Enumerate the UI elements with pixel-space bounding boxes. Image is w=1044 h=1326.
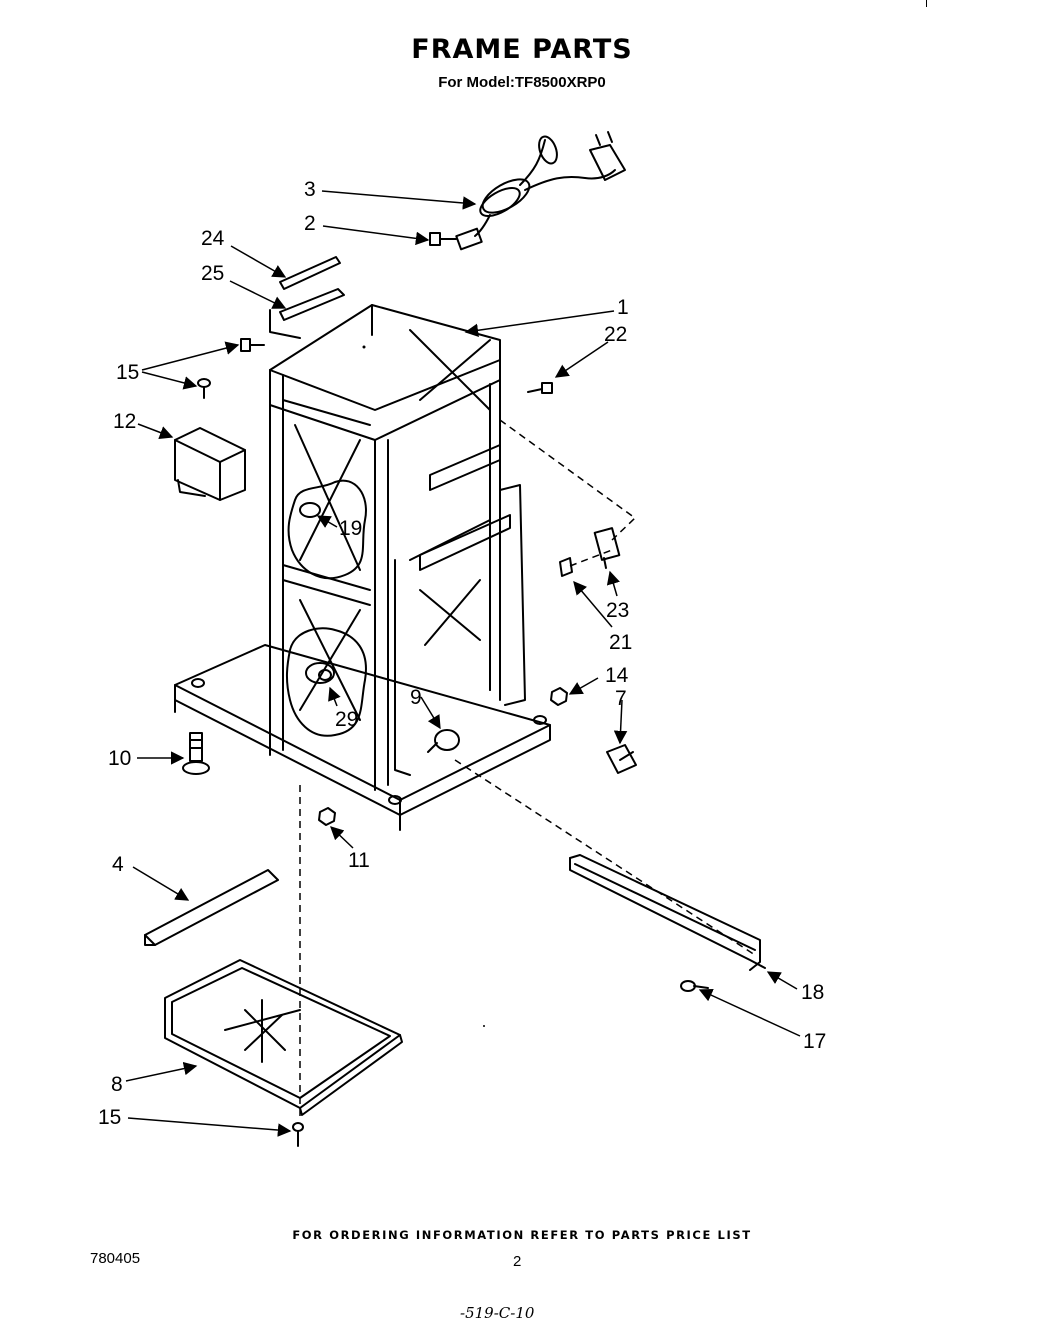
strip-part-24 xyxy=(279,256,341,290)
ordering-info-note: FOR ORDERING INFORMATION REFER TO PARTS … xyxy=(292,1228,752,1242)
callout-labels: 3 2 24 25 1 22 15 12 19 23 21 14 7 9 29 … xyxy=(98,178,826,1129)
screw-part-17 xyxy=(680,980,709,992)
callout-18: 18 xyxy=(801,981,824,1004)
main-frame-part-1 xyxy=(269,304,526,791)
callout-10: 10 xyxy=(108,747,131,770)
page-title: FRAME PARTS xyxy=(411,34,633,65)
handwritten-note: -519-C-10 xyxy=(460,1304,535,1322)
screw-part-22 xyxy=(527,382,553,394)
nut-part-11 xyxy=(318,807,336,826)
filter-strip-part-4 xyxy=(144,869,279,946)
bracket-part-25 xyxy=(269,288,345,339)
power-cord-part xyxy=(455,131,626,251)
callout-14: 14 xyxy=(605,664,629,687)
callout-11: 11 xyxy=(348,849,370,872)
leveling-foot-part-10 xyxy=(182,732,210,775)
callout-1: 1 xyxy=(617,296,629,319)
bracket-part-21 xyxy=(559,557,573,577)
callout-22: 22 xyxy=(604,323,627,346)
callout-7: 7 xyxy=(615,687,627,710)
scan-dot xyxy=(362,345,366,349)
callout-4: 4 xyxy=(112,853,124,876)
scan-dot xyxy=(483,1025,485,1027)
screw-part-15-upper xyxy=(197,338,265,399)
switch-part-23 xyxy=(593,527,621,569)
nut-part-14 xyxy=(550,687,568,706)
callout-19: 19 xyxy=(339,517,362,540)
callout-15-upper: 15 xyxy=(116,361,139,384)
thermostat-part-9 xyxy=(427,729,460,753)
base-plate xyxy=(174,644,551,831)
callout-3: 3 xyxy=(304,178,316,201)
callout-12: 12 xyxy=(113,410,136,433)
callout-15-lower: 15 xyxy=(98,1106,121,1129)
callout-8: 8 xyxy=(111,1073,123,1096)
callout-2: 2 xyxy=(304,212,316,235)
callout-17: 17 xyxy=(803,1030,826,1053)
callout-29: 29 xyxy=(335,708,358,731)
document-number: 780405 xyxy=(90,1250,141,1267)
model-subtitle: For Model:TF8500XRP0 xyxy=(438,74,606,91)
callout-23: 23 xyxy=(606,599,629,622)
callout-9: 9 xyxy=(410,686,422,709)
cover-part-12 xyxy=(174,427,246,501)
screw-part-2 xyxy=(429,232,457,246)
leader-lines xyxy=(125,190,801,1137)
callout-21: 21 xyxy=(609,631,632,654)
rail-part-18 xyxy=(569,854,766,971)
assembly-dashed-lines xyxy=(299,419,756,1120)
corner-tick-mark xyxy=(926,0,927,7)
callout-24: 24 xyxy=(201,227,225,250)
page-number: 2 xyxy=(513,1253,522,1270)
screw-part-15-lower xyxy=(292,1122,304,1147)
bottom-pan-part-8 xyxy=(164,959,403,1116)
clip-part-7 xyxy=(606,744,637,774)
callout-25: 25 xyxy=(201,262,224,285)
